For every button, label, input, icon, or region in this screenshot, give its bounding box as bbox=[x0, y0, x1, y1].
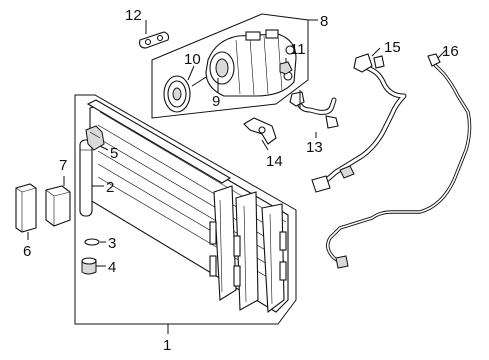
hose-fitting bbox=[243, 117, 277, 145]
compressor-group bbox=[151, 13, 309, 119]
discharge-hose bbox=[289, 90, 339, 129]
callout-6: 6 bbox=[23, 243, 31, 260]
condenser-right-tank bbox=[209, 185, 287, 314]
callout-2: 2 bbox=[106, 179, 114, 196]
callout-1: 1 bbox=[163, 337, 171, 354]
condenser-assembly bbox=[74, 94, 297, 325]
seal-pad-6 bbox=[15, 183, 37, 233]
callout-8: 8 bbox=[320, 13, 328, 30]
leader-lines bbox=[27, 19, 447, 334]
drier-fitting bbox=[85, 125, 105, 151]
callout-11: 11 bbox=[290, 41, 306, 58]
callout-3: 3 bbox=[108, 235, 116, 252]
condenser-core bbox=[89, 104, 289, 313]
suction-hose bbox=[311, 53, 407, 193]
bracket-12 bbox=[139, 31, 170, 49]
callout-5: 5 bbox=[110, 145, 118, 162]
callout-4: 4 bbox=[108, 259, 116, 276]
o-ring bbox=[84, 238, 100, 246]
compressor-outline-box bbox=[151, 13, 309, 119]
callout-9: 9 bbox=[212, 93, 220, 110]
callout-12: 12 bbox=[125, 7, 142, 24]
drier-cap bbox=[81, 257, 97, 275]
clutch-pulley bbox=[163, 75, 191, 113]
callout-13: 13 bbox=[306, 139, 323, 156]
relief-valve bbox=[279, 61, 293, 75]
bracket-7 bbox=[45, 185, 71, 227]
callout-7: 7 bbox=[59, 157, 67, 174]
callout-14: 14 bbox=[266, 153, 283, 170]
callout-16: 16 bbox=[442, 43, 459, 60]
condenser-outline-box bbox=[74, 94, 297, 325]
liquid-line bbox=[326, 53, 472, 269]
condenser-header-tube bbox=[86, 99, 232, 184]
callout-15: 15 bbox=[384, 39, 401, 56]
callout-10: 10 bbox=[184, 51, 201, 68]
compressor-body bbox=[205, 29, 297, 97]
receiver-drier bbox=[79, 139, 93, 217]
